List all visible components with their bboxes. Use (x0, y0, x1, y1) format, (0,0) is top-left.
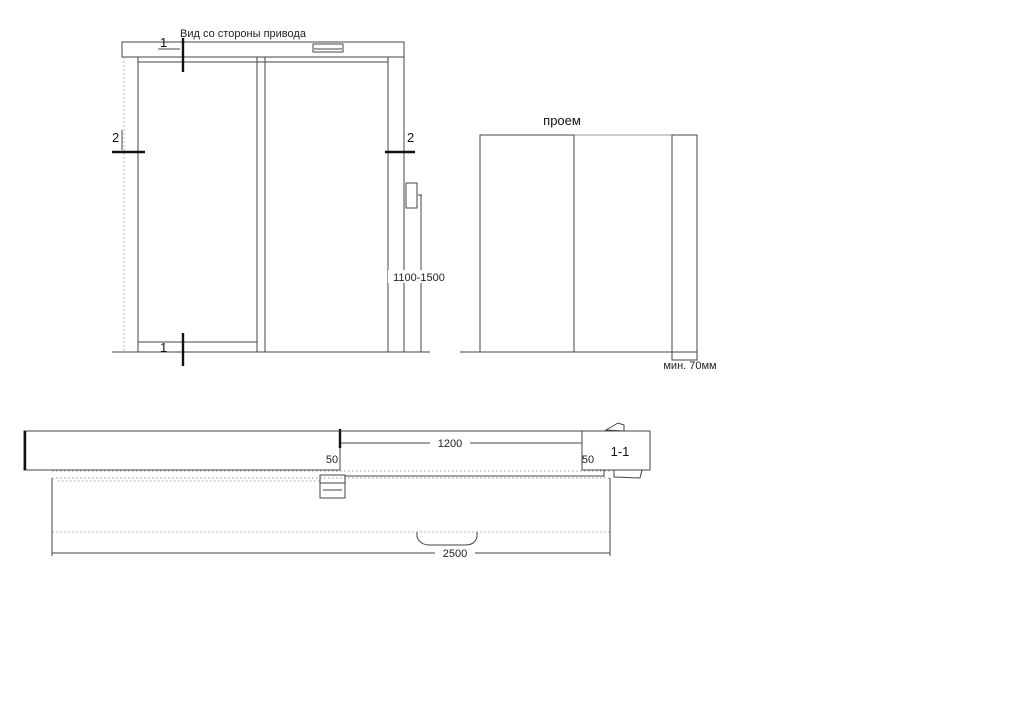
header-bracket (604, 422, 625, 432)
drive-carriage (319, 474, 346, 484)
switch-height-label: 1100-1500 (393, 272, 445, 284)
section-1-1-label: 1-1 (611, 444, 630, 459)
opening-view: проем мин. 70мм (460, 113, 717, 372)
leaf-width-label: 1200 (438, 438, 462, 450)
section-2-right-label: 2 (407, 130, 414, 145)
operator-housing-outline (51, 477, 611, 533)
wall-left (479, 134, 575, 353)
gap-left-label: 50 (326, 454, 338, 466)
plan-view: 1-1 1200 50 50 2500 (23, 422, 651, 560)
front-view: Вид со стороны привода 1 1 2 2 1100-1500 (112, 28, 450, 366)
gap-right-label: 50 (582, 454, 594, 466)
door-leaf-left (137, 61, 258, 343)
drive-unit (312, 43, 344, 53)
min-width-label: мин. 70мм (663, 360, 716, 372)
front-view-title: Вид со стороны привода (180, 28, 307, 40)
door-leaf-plan (23, 430, 341, 471)
drive-motor (319, 482, 346, 499)
wall-switch (405, 182, 418, 209)
section-2-left-label: 2 (112, 130, 119, 145)
door-leaf-right (264, 61, 389, 353)
section-1-top-label: 1 (160, 35, 167, 50)
min-width-dimension (671, 351, 698, 361)
total-width-label: 2500 (443, 548, 467, 560)
opening-title: проем (543, 113, 581, 128)
frame-post-right (387, 56, 405, 353)
wall-right (671, 134, 698, 353)
door-handle (416, 532, 478, 546)
leaf-divider (256, 56, 266, 353)
section-1-bottom-label: 1 (160, 340, 167, 355)
